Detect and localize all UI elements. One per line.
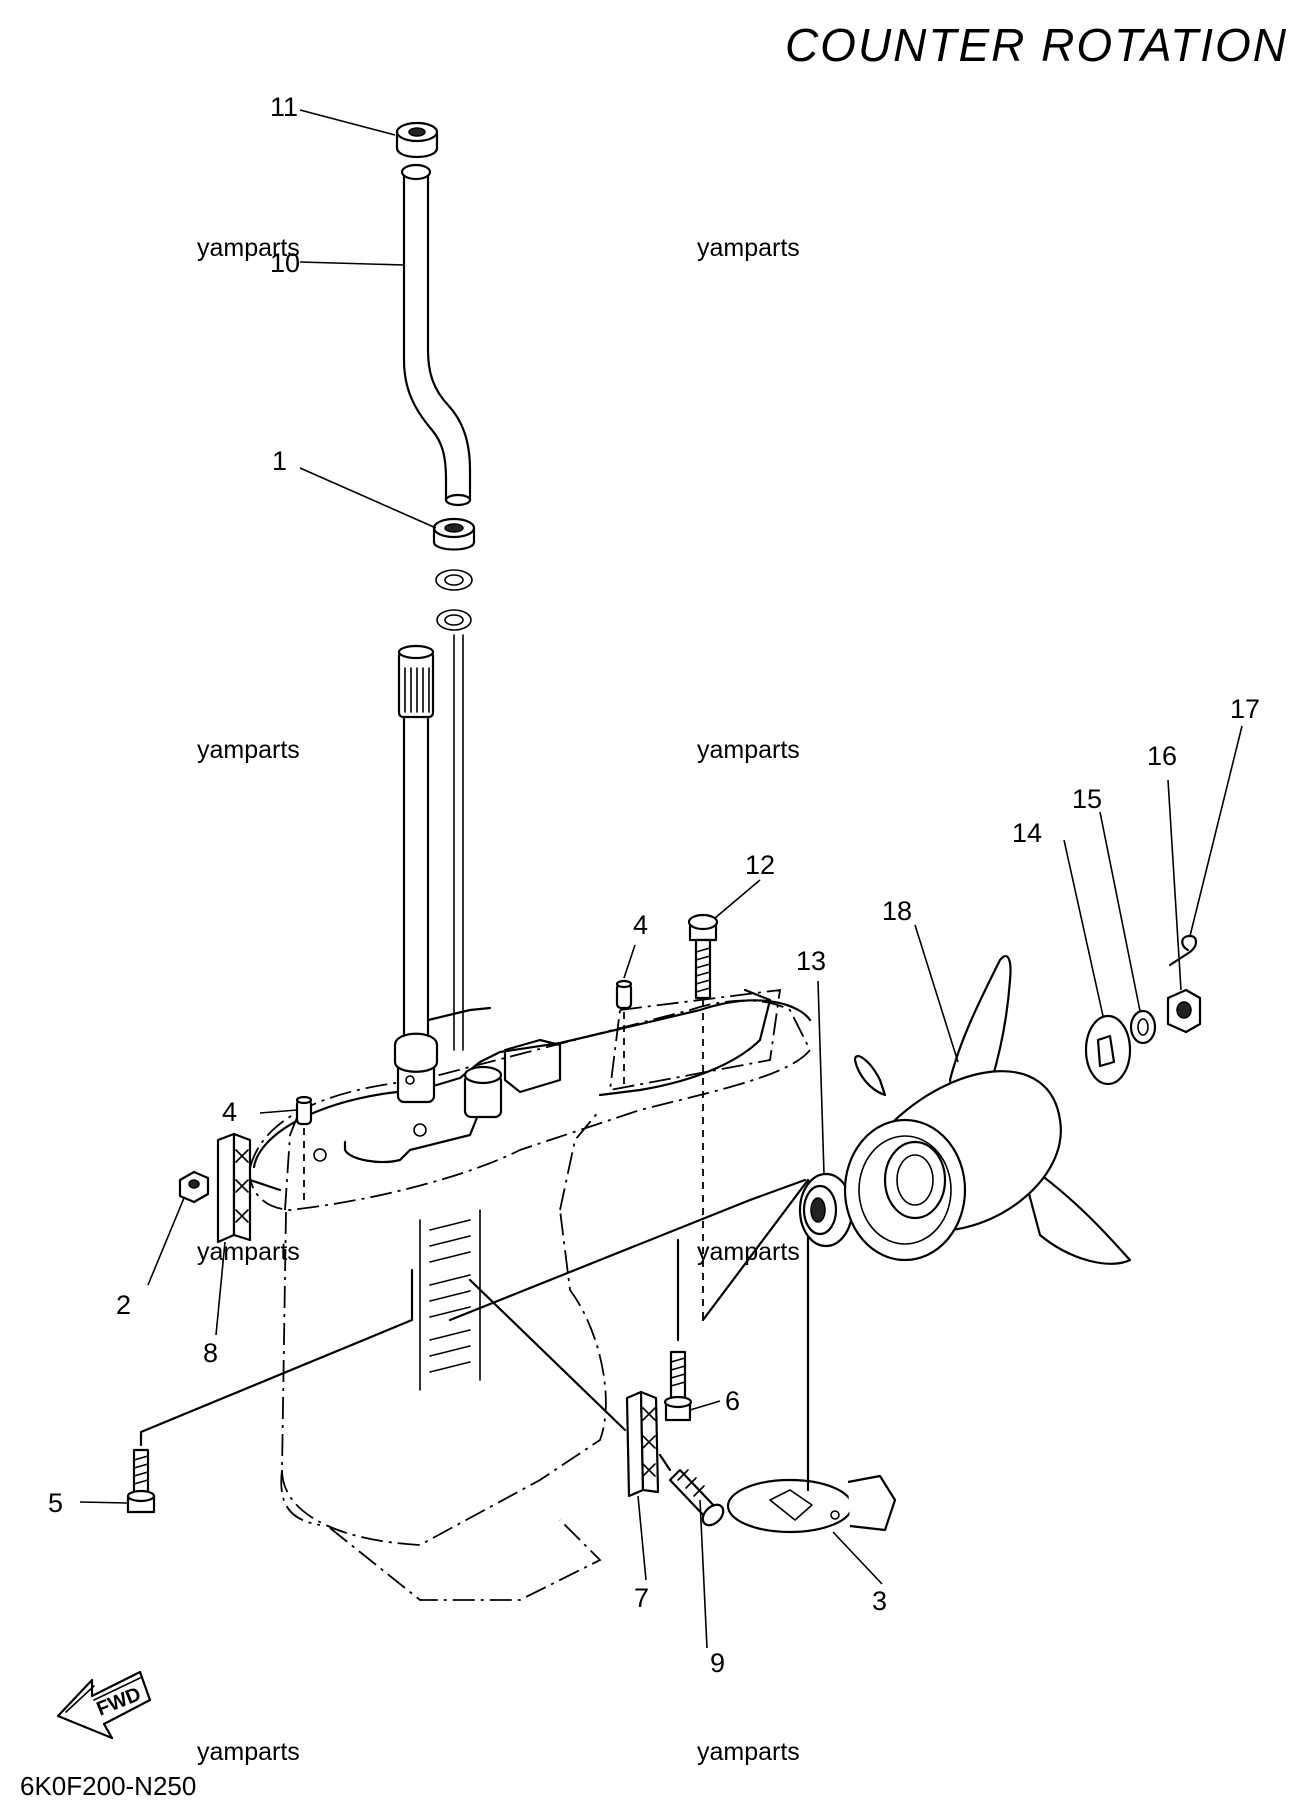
callout-1: 1	[272, 446, 287, 476]
watermark: yamparts	[197, 234, 300, 262]
watermarks: yamparts yamparts yamparts yamparts yamp…	[197, 234, 800, 1766]
callout-2: 10	[270, 248, 300, 278]
prop-nut-16	[1166, 988, 1202, 1034]
watermark: yamparts	[197, 1738, 300, 1766]
callout-9: 9	[710, 1648, 725, 1678]
leader-lines	[79, 109, 1243, 1649]
spacer-14	[1084, 1014, 1132, 1086]
callout-14: 14	[1012, 818, 1042, 848]
callout-4-top: 4	[633, 910, 648, 940]
cotter-pin-17	[1168, 934, 1198, 967]
water-tube	[400, 163, 472, 507]
callout-5: 5	[48, 1488, 63, 1518]
nut-10	[178, 1170, 210, 1204]
callout-10: 2	[116, 1290, 131, 1320]
trim-tab-11	[701, 1178, 897, 1534]
watermark: yamparts	[697, 1238, 800, 1266]
washer-15	[1129, 1009, 1157, 1045]
watermark: yamparts	[697, 1738, 800, 1766]
callout-13: 13	[796, 946, 826, 976]
watermark: yamparts	[197, 736, 300, 764]
watermark: yamparts	[697, 234, 800, 262]
callout-6: 6	[725, 1386, 740, 1416]
bolt-6	[663, 1238, 693, 1422]
callout-16: 16	[1147, 741, 1177, 771]
diagram-code: 6K0F200-N250	[20, 1771, 196, 1801]
watermark: yamparts	[197, 1238, 300, 1266]
callout-8: 8	[203, 1338, 218, 1368]
callout-numbers: 11 10 1 4 4 5 6 7 8 9 2 3 12 13 14 15 16…	[48, 92, 1260, 1678]
thrust-washer-13	[448, 1172, 854, 1322]
callout-17: 17	[1230, 694, 1260, 724]
anode-8	[216, 1132, 282, 1244]
callout-3: 11	[270, 92, 298, 122]
callout-4-left: 4	[222, 1097, 237, 1127]
water-tube-seal	[432, 517, 476, 1051]
bolt-5	[126, 1268, 414, 1514]
gearcase-top	[252, 988, 812, 1169]
propeller-18	[843, 954, 1132, 1265]
fwd-arrow-icon: FWD	[56, 1670, 152, 1740]
lower-casing-phantom	[249, 988, 812, 1601]
anode-7	[468, 1278, 660, 1498]
callout-15: 15	[1072, 784, 1102, 814]
diagram-title: COUNTER ROTATION	[785, 19, 1288, 71]
callout-11: 3	[872, 1586, 887, 1616]
callout-7: 7	[634, 1583, 649, 1613]
screw-9	[658, 1453, 725, 1527]
tube-grommet	[395, 121, 439, 159]
dowel-pins	[295, 979, 633, 1200]
bolt-12	[687, 913, 719, 1320]
watermark: yamparts	[697, 736, 800, 764]
callout-18: 18	[882, 896, 912, 926]
drive-shaft	[393, 644, 439, 1073]
callout-12: 12	[745, 850, 775, 880]
